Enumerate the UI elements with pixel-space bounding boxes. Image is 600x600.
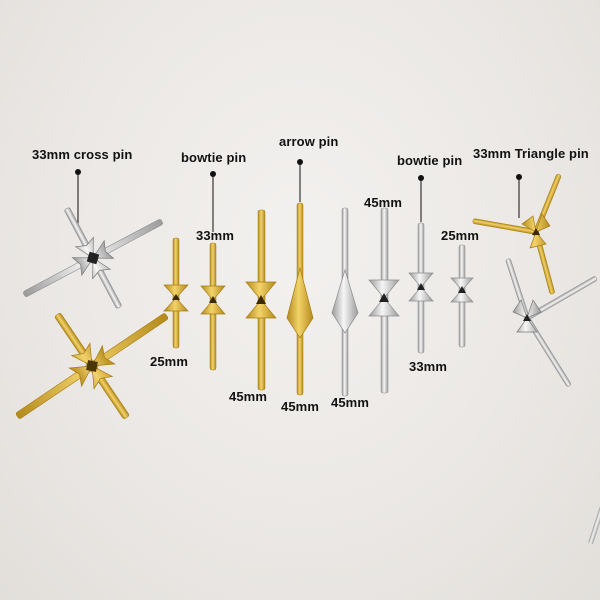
silver-triangle-pin bbox=[505, 258, 598, 387]
gold-cross-pin bbox=[15, 313, 169, 419]
triangle-pin-label: 33mm Triangle pin bbox=[473, 146, 589, 161]
gold-bowtie-pin-33mm bbox=[200, 242, 226, 371]
silver-bowtie-pin-33mm bbox=[408, 222, 434, 354]
bowtie-pin-label-left: bowtie pin bbox=[181, 150, 247, 165]
silver-arrow-pin bbox=[331, 207, 359, 397]
size-label-silver-bowtie-25: 25mm bbox=[441, 228, 479, 243]
bowtie-pin-label-right: bowtie pin bbox=[397, 153, 463, 168]
size-label-silver-arrow-45: 45mm bbox=[331, 395, 369, 410]
size-label-silver-bowtie-45: 45mm bbox=[364, 195, 402, 210]
cross-pin-label: 33mm cross pin bbox=[32, 147, 133, 162]
label-pointers bbox=[75, 159, 522, 232]
size-label-silver-bowtie-33: 33mm bbox=[409, 359, 447, 374]
partial-pin-edge bbox=[588, 505, 600, 545]
size-label-gold-bowtie-45: 45mm bbox=[229, 389, 267, 404]
gold-arrow-pin bbox=[286, 202, 314, 396]
gold-bowtie-pin-45mm bbox=[245, 209, 277, 391]
size-label-gold-bowtie-25: 25mm bbox=[150, 354, 188, 369]
silver-bowtie-pin-25mm bbox=[450, 244, 474, 348]
size-label-gold-arrow-45: 45mm bbox=[281, 399, 319, 414]
arrow-pin-label: arrow pin bbox=[279, 134, 339, 149]
silver-bowtie-pin-45mm bbox=[368, 207, 400, 394]
gold-triangle-pin bbox=[472, 173, 562, 295]
gold-bowtie-pin-25mm bbox=[163, 237, 189, 349]
size-label-gold-bowtie-33: 33mm bbox=[196, 228, 234, 243]
silver-cross-pin bbox=[23, 207, 163, 309]
